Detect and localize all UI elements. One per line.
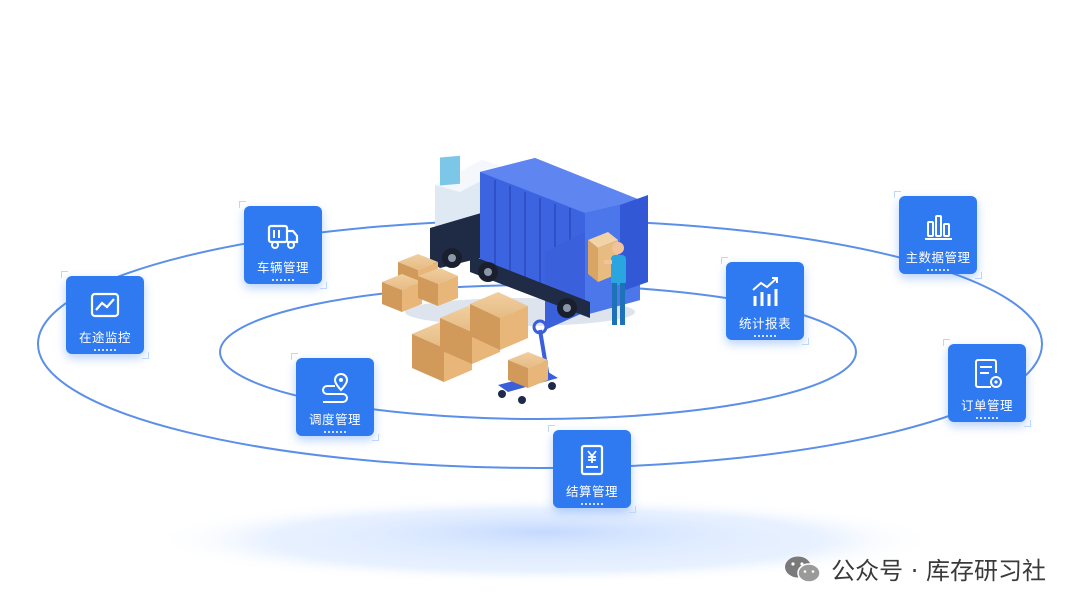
bar-trend-icon	[752, 277, 778, 306]
node-dots	[927, 269, 949, 271]
node-vehicle-management[interactable]: 车辆管理	[239, 201, 327, 289]
node-dots	[754, 335, 776, 337]
node-label: 结算管理	[565, 484, 618, 499]
node-label: 调度管理	[308, 412, 361, 427]
node-label: 在途监控	[78, 330, 131, 345]
wechat-icon	[785, 556, 821, 583]
node-dots	[581, 503, 603, 505]
node-order-management[interactable]: 订单管理	[943, 339, 1031, 427]
node-settlement-management[interactable]: 结算管理	[548, 425, 636, 513]
node-label: 车辆管理	[256, 260, 309, 275]
truck-icon	[267, 224, 299, 249]
node-dots	[94, 349, 116, 351]
order-settings-icon	[975, 359, 1002, 388]
node-dispatch-management[interactable]: 调度管理	[291, 353, 379, 441]
line-chart-icon	[90, 292, 120, 318]
node-transit-monitoring[interactable]: 在途监控	[61, 271, 149, 359]
watermark: 公众号 · 库存研习社	[783, 551, 1046, 586]
watermark-text: 公众号 · 库存研习社	[831, 557, 1046, 585]
yuan-document-icon	[580, 444, 604, 476]
cargo-boxes	[382, 254, 558, 404]
truck-illustration	[405, 155, 648, 330]
node-label: 订单管理	[960, 398, 1013, 413]
node-dots	[272, 279, 294, 281]
bar-chart-icon	[925, 215, 952, 240]
floor-glow-inner	[330, 508, 760, 556]
route-pin-icon	[322, 372, 349, 403]
node-dots	[324, 431, 346, 433]
node-label: 统计报表	[738, 316, 791, 331]
node-dots	[976, 417, 998, 419]
node-label: 主数据管理	[905, 250, 971, 265]
node-statistics-reports[interactable]: 统计报表	[721, 257, 809, 345]
node-master-data-management[interactable]: 主数据管理	[894, 191, 982, 279]
